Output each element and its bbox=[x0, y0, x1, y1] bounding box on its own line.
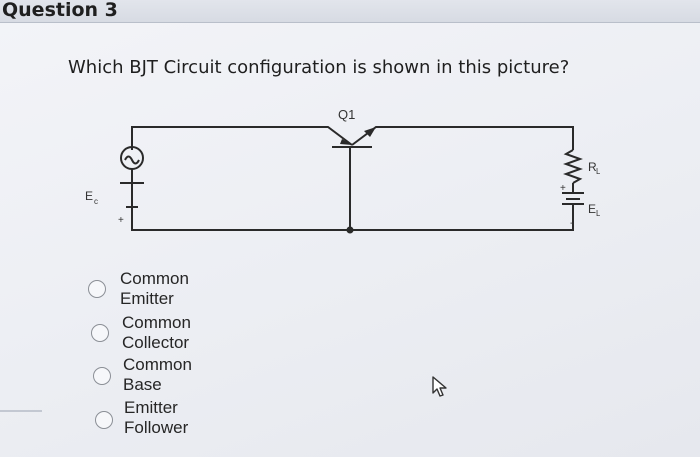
source-label: E bbox=[85, 189, 93, 203]
bjt-circuit-diagram: Q1 E c + R L + E L - bbox=[85, 107, 600, 234]
emitter-wire bbox=[131, 126, 353, 150]
question-prompt: Which BJT Circuit configuration is shown… bbox=[68, 57, 570, 78]
load-source-label: E bbox=[588, 202, 596, 216]
load-resistor-label-sub: L bbox=[596, 167, 600, 176]
load-source-label-sub: L bbox=[596, 209, 600, 218]
divider bbox=[0, 410, 42, 412]
load-resistor-label: R bbox=[588, 160, 597, 174]
option-radio-common-emitter[interactable] bbox=[88, 280, 106, 298]
option-radio-common-base[interactable] bbox=[93, 367, 111, 385]
source-label-sub: c bbox=[94, 197, 98, 206]
transistor-label: Q1 bbox=[338, 107, 355, 122]
load-minus-sign: - bbox=[570, 218, 573, 229]
mouse-pointer-icon bbox=[432, 376, 447, 397]
common-ground-wire bbox=[131, 207, 574, 231]
load-resistor-symbol bbox=[563, 149, 583, 184]
collector-arrow-icon bbox=[364, 127, 376, 137]
option-label-common-collector[interactable]: Common Collector bbox=[122, 313, 191, 352]
source-plus-sign: + bbox=[118, 215, 124, 226]
option-label-common-base[interactable]: Common Base bbox=[123, 355, 192, 394]
option-label-common-emitter[interactable]: Common Emitter bbox=[120, 269, 189, 308]
question-title: Question 3 bbox=[2, 0, 118, 21]
collector-wire bbox=[351, 126, 574, 150]
load-plus-sign: + bbox=[560, 183, 566, 194]
option-label-emitter-follower[interactable]: Emitter Follower bbox=[124, 398, 189, 437]
junction-dot bbox=[346, 226, 354, 234]
option-radio-common-collector[interactable] bbox=[91, 324, 109, 342]
option-radio-emitter-follower[interactable] bbox=[95, 411, 113, 429]
sine-wave-icon bbox=[124, 155, 140, 165]
question-header: Question 3 bbox=[0, 0, 700, 23]
emitter-arrow-icon bbox=[340, 139, 352, 145]
